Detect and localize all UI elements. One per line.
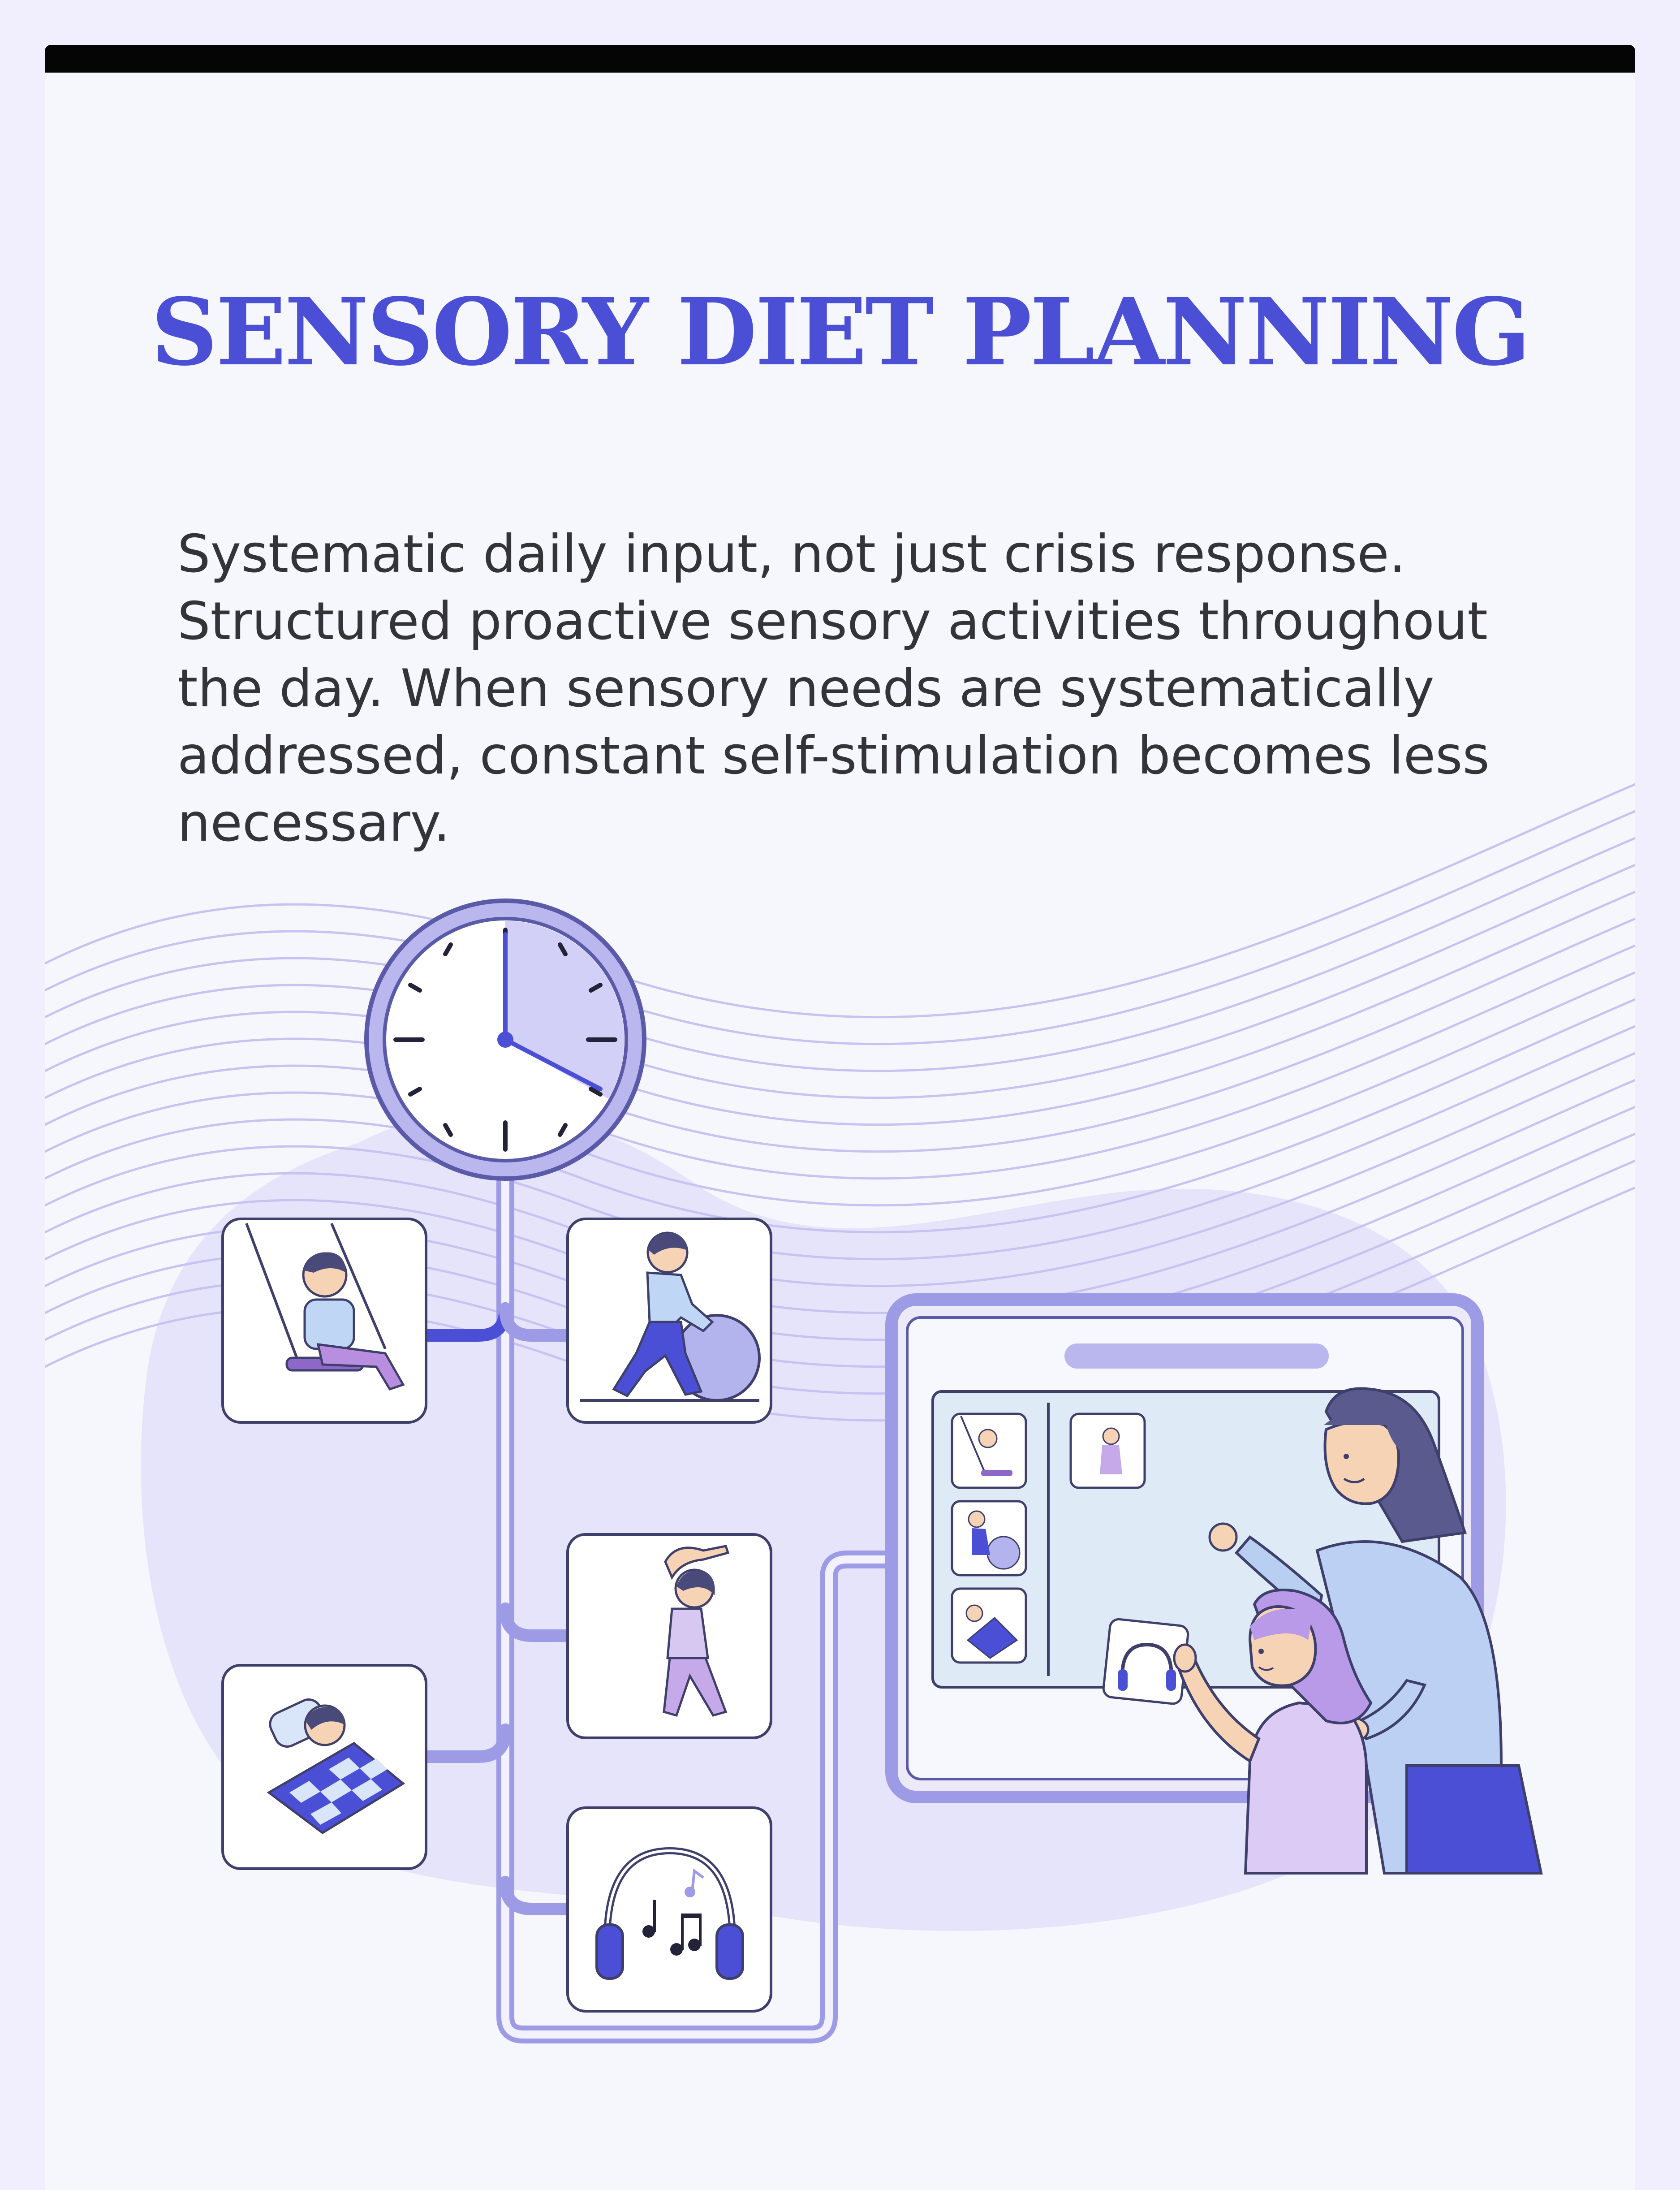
weighted-blanket-icon bbox=[221, 1664, 427, 1870]
caregiver-figure bbox=[1208, 1387, 1543, 1875]
description-text: Systematic daily input, not just crisis … bbox=[177, 524, 1490, 853]
page-title: SENSORY DIET PLANNING bbox=[151, 278, 1531, 386]
board-card-blanket bbox=[951, 1587, 1027, 1664]
flowing-lines bbox=[45, 783, 1635, 1422]
headphones-icon bbox=[566, 1806, 772, 2013]
infographic-card: SENSORY DIET PLANNING Systematic daily i… bbox=[45, 45, 1635, 2190]
board-card-swing bbox=[951, 1412, 1027, 1489]
timeline-connectors bbox=[419, 1156, 896, 2043]
therapy-ball-icon bbox=[566, 1218, 772, 1424]
swing-icon bbox=[221, 1218, 427, 1424]
stretching-icon bbox=[566, 1533, 772, 1739]
illustration bbox=[45, 783, 1635, 2043]
board-card-stretch bbox=[1069, 1412, 1146, 1489]
clock-icon bbox=[364, 898, 646, 1181]
board-card-ball bbox=[951, 1500, 1027, 1577]
top-bar bbox=[45, 45, 1635, 73]
child-figure bbox=[1173, 1589, 1373, 1875]
